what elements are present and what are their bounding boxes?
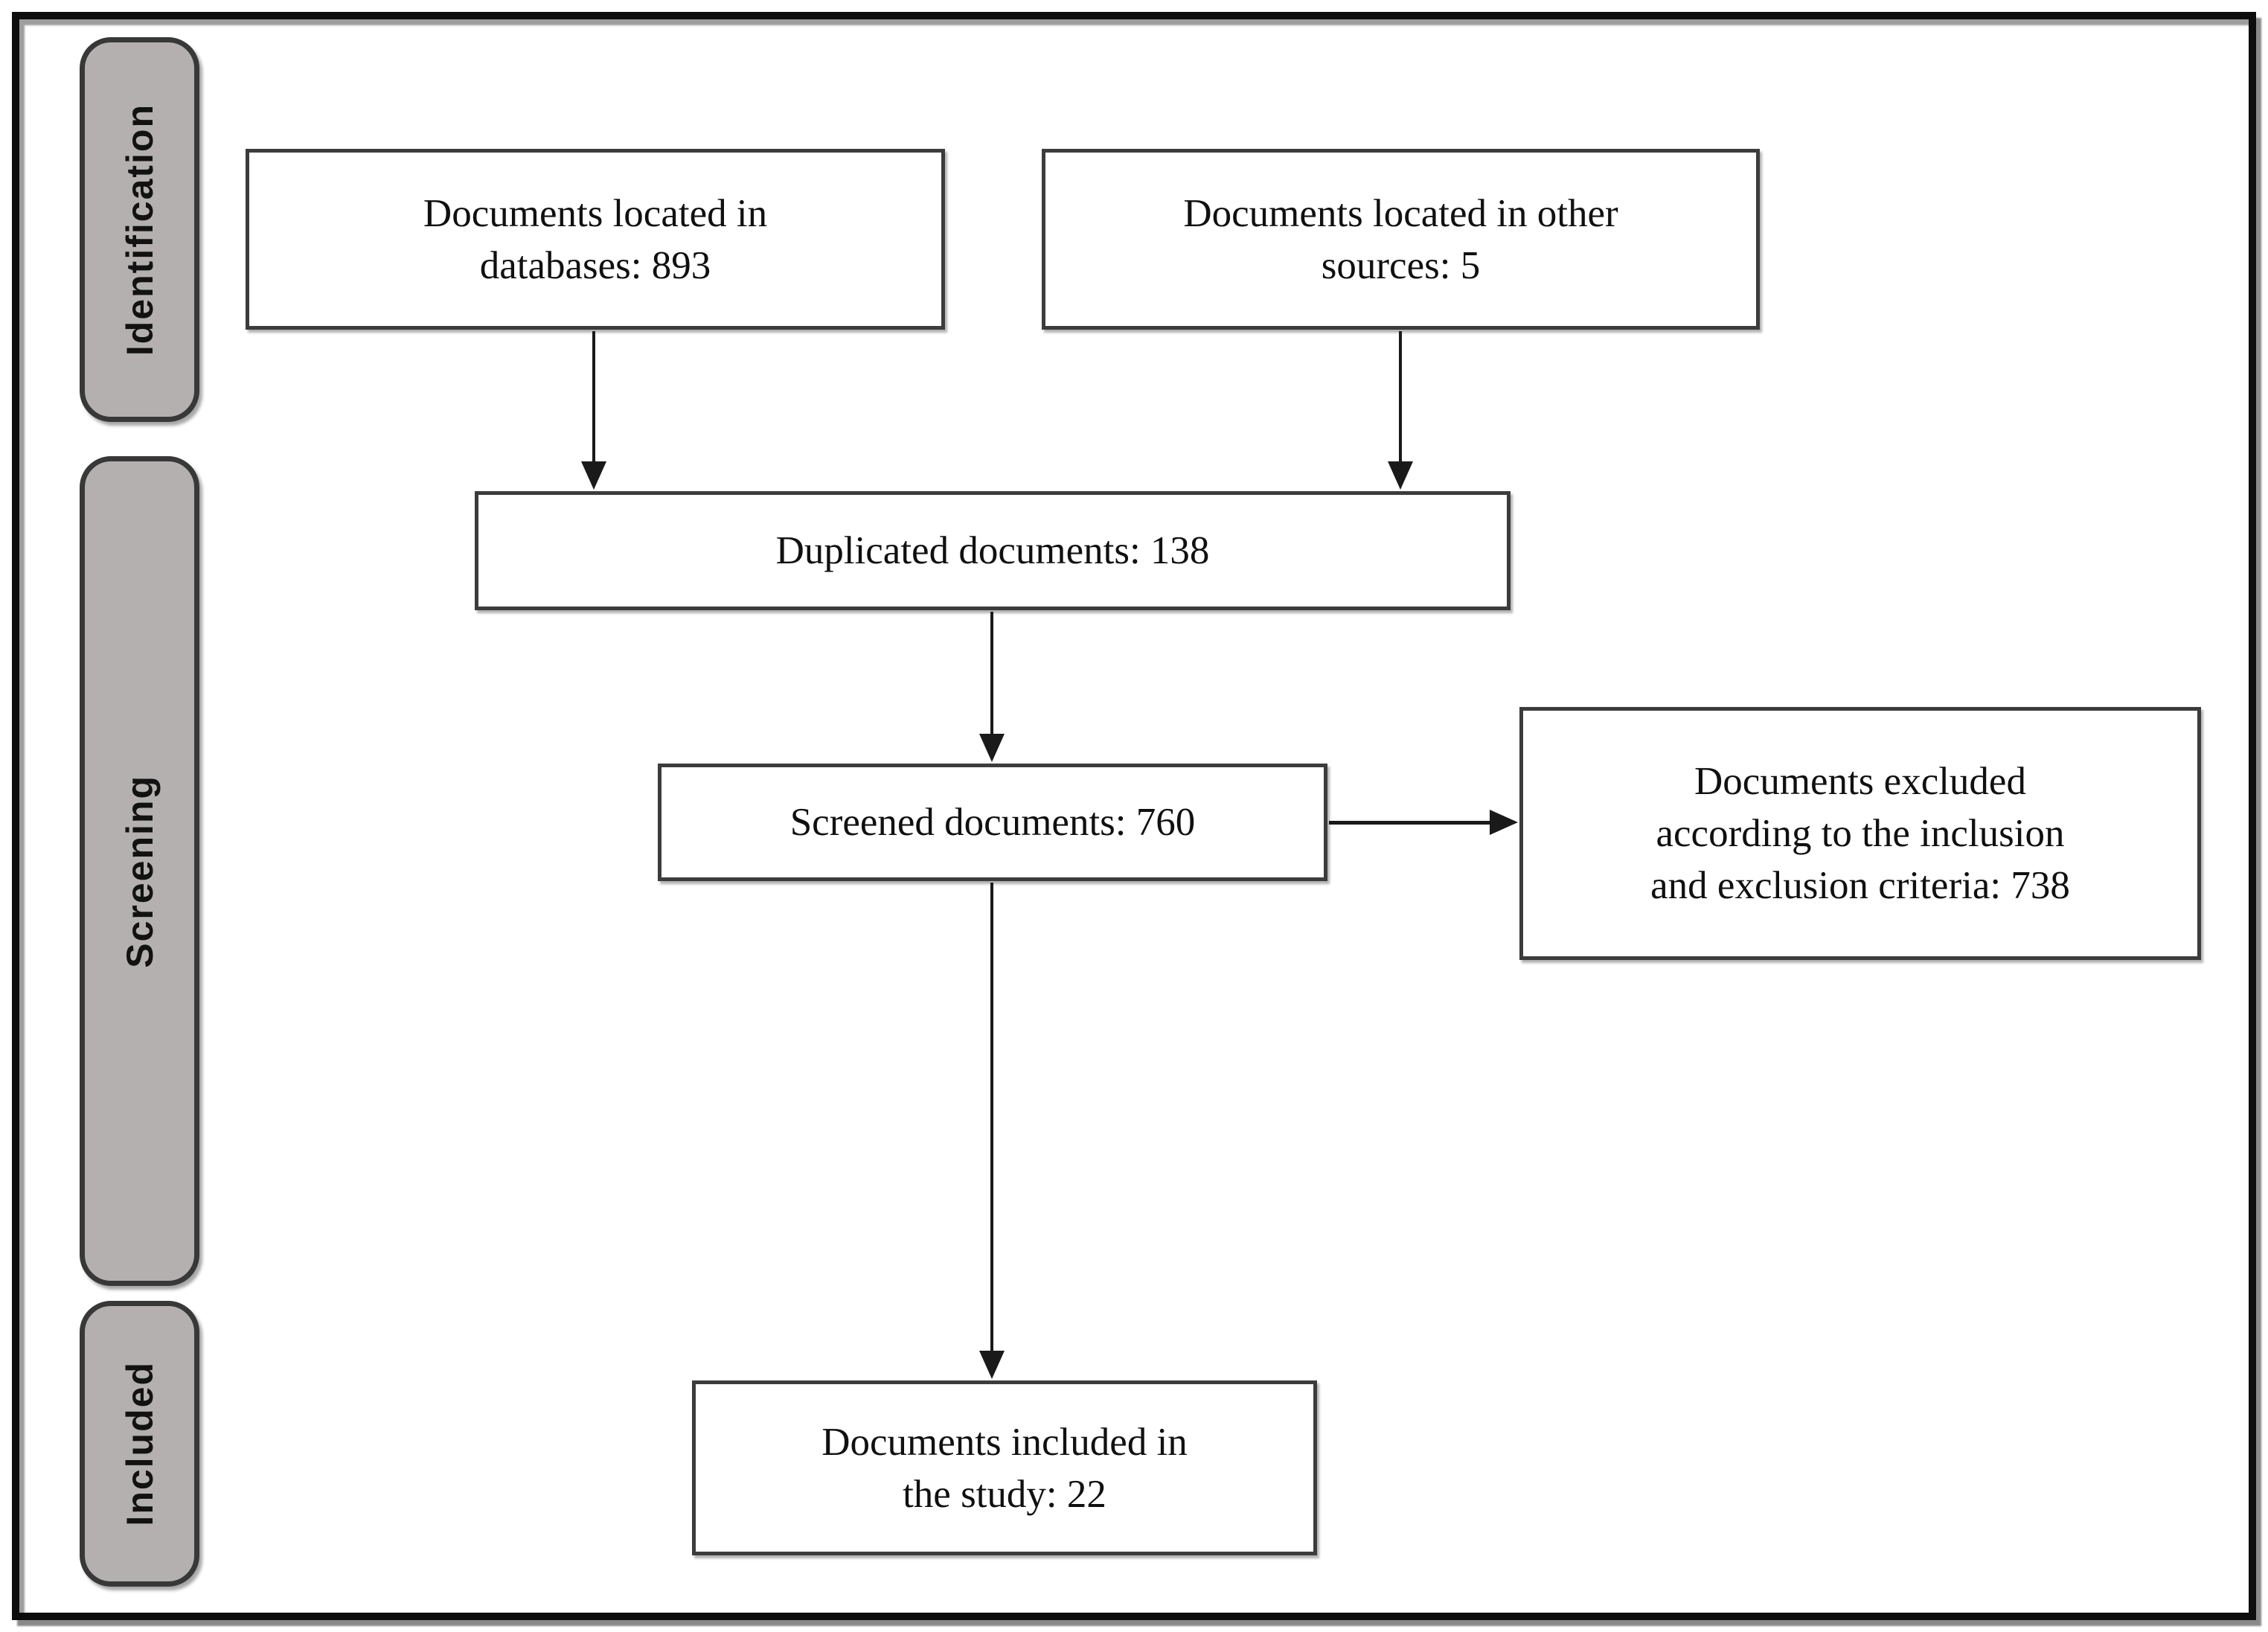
arrow-databases-to-duplicated <box>581 331 606 490</box>
arrow-duplicated-to-screened <box>979 612 1005 762</box>
box-text-line: according to the inclusion <box>1656 812 2065 855</box>
arrow-screened-to-included <box>979 883 1005 1379</box>
stage-label-screening: Screening <box>80 456 199 1286</box>
arrowhead-down-icon <box>581 461 606 490</box>
flow-box-documents-included: Documents included in the study: 22 <box>692 1380 1317 1555</box>
flow-box-documents-other-sources: Documents located in other sources: 5 <box>1042 149 1760 330</box>
box-text-line: sources: 5 <box>1321 243 1481 287</box>
flow-box-documents-databases: Documents located in databases: 893 <box>246 149 945 330</box>
box-text-line: Duplicated documents: 138 <box>775 529 1210 572</box>
stage-label-included: Included <box>80 1301 199 1587</box>
box-text-line: databases: 893 <box>479 243 711 287</box>
arrow-line <box>990 612 993 734</box>
box-text-line: Documents included in <box>821 1420 1188 1464</box>
arrow-other-sources-to-duplicated <box>1388 331 1413 490</box>
arrow-line <box>1329 820 1490 825</box>
box-text-line: Documents excluded <box>1694 760 2026 803</box>
arrow-line <box>592 331 595 461</box>
arrowhead-right-icon <box>1490 810 1518 835</box>
arrowhead-down-icon <box>1388 461 1413 490</box>
flow-box-documents-excluded: Documents excluded according to the incl… <box>1519 707 2201 960</box>
box-text-line: the study: 22 <box>903 1472 1106 1516</box>
stage-label-text: Screening <box>118 774 161 968</box>
arrowhead-down-icon <box>979 734 1005 762</box>
box-text-line: Documents located in other <box>1183 191 1618 235</box>
stage-label-text: Included <box>118 1361 161 1526</box>
arrow-line <box>990 883 993 1351</box>
flow-box-duplicated-documents: Duplicated documents: 138 <box>475 491 1511 610</box>
stage-label-identification: Identification <box>80 37 199 422</box>
box-text-line: and exclusion criteria: 738 <box>1650 864 2070 907</box>
arrow-line <box>1399 331 1402 461</box>
arrow-screened-to-excluded <box>1329 810 1518 835</box>
stage-label-text: Identification <box>118 103 161 356</box>
flow-box-screened-documents: Screened documents: 760 <box>658 764 1327 881</box>
box-text-line: Screened documents: 760 <box>789 801 1196 844</box>
box-text-line: Documents located in <box>423 191 768 235</box>
arrowhead-down-icon <box>979 1351 1005 1379</box>
